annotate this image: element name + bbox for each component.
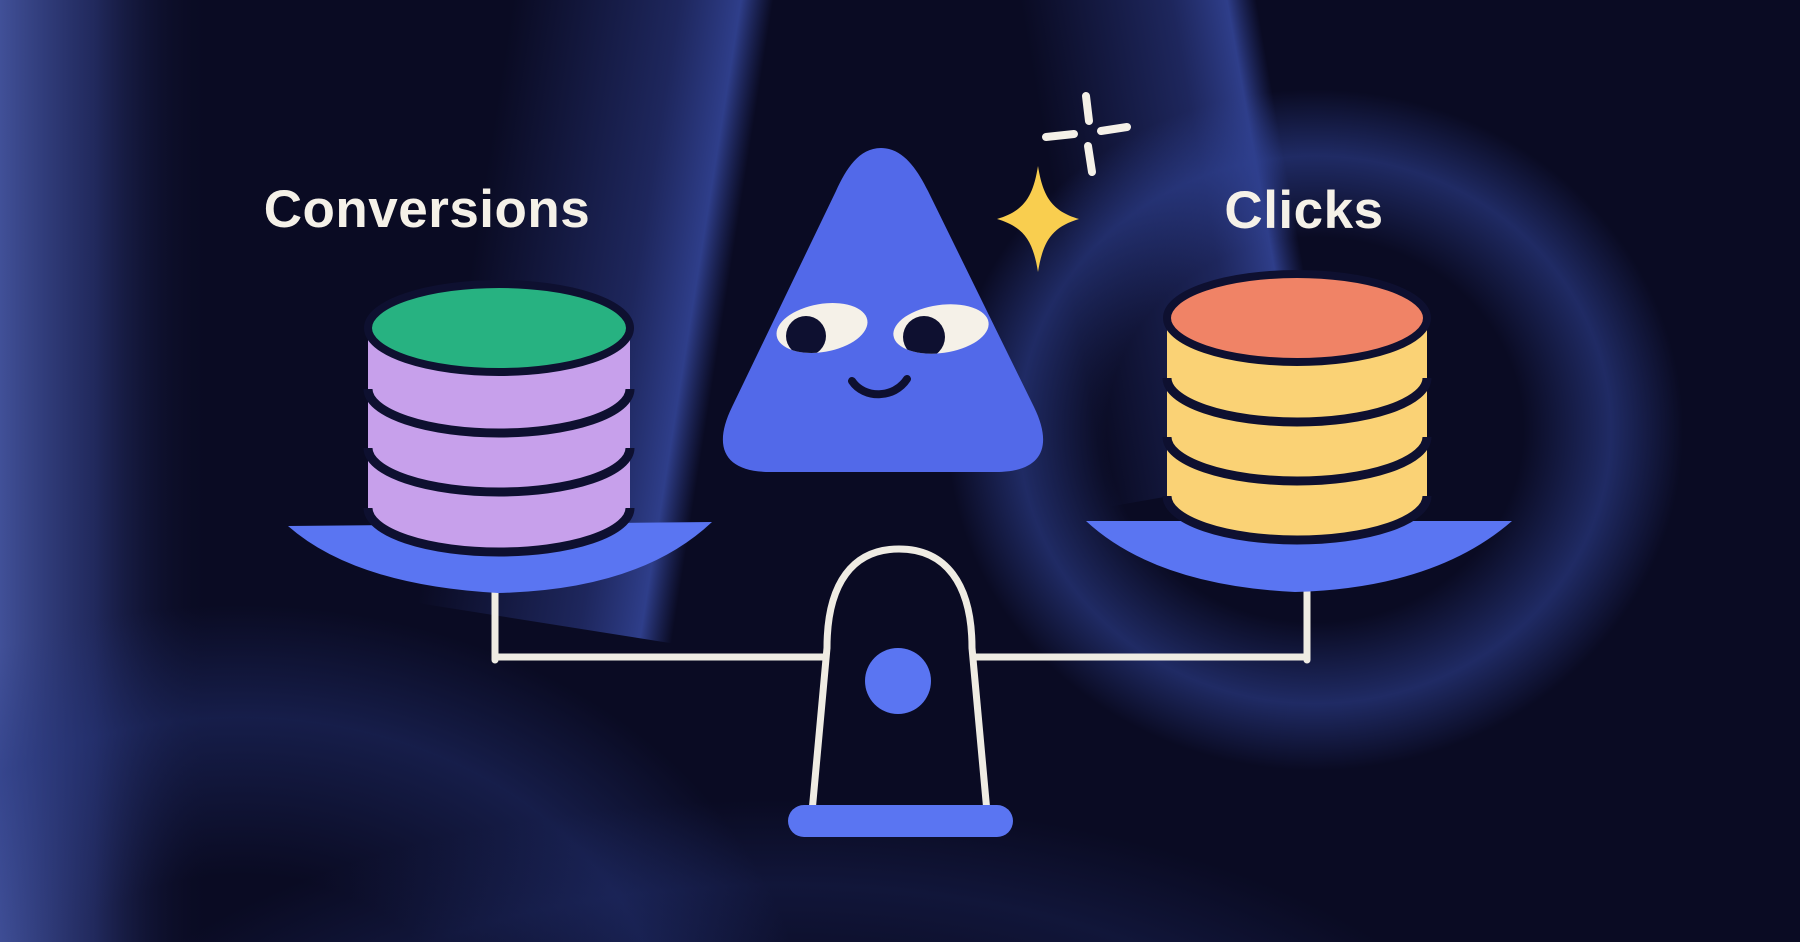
right-db-separator-lower — [1162, 436, 1432, 486]
bottom-center-glow — [178, 800, 1382, 942]
pedestal-outline — [808, 545, 991, 816]
triangle-character-icon — [722, 148, 1044, 472]
pivot-circle — [865, 648, 931, 714]
crosshair-top-dash — [1082, 92, 1093, 125]
triangle-body — [722, 148, 1044, 472]
database-stack-left-icon — [363, 280, 635, 557]
left-db-separator-lower — [363, 447, 635, 497]
crosshair-sparkle-icon — [1042, 92, 1131, 176]
right-db-body — [1167, 318, 1427, 540]
right-db-separator-upper — [1162, 377, 1432, 427]
crosshair-right-dash — [1097, 123, 1131, 135]
pedestal-foot — [788, 805, 1013, 837]
crosshair-left-dash — [1042, 130, 1078, 141]
left-pupil — [786, 316, 826, 356]
smile-mouth — [848, 375, 911, 399]
left-db-bottom-arc — [363, 507, 635, 557]
right-pan-label: Clicks — [1224, 181, 1383, 240]
four-point-star-icon — [997, 166, 1079, 272]
right-db-bottom-arc — [1162, 495, 1432, 545]
right-db-top — [1163, 270, 1431, 366]
left-pan — [288, 522, 712, 593]
left-db-body — [368, 328, 630, 552]
right-pupil — [903, 316, 945, 358]
database-stack-right-icon — [1162, 270, 1432, 545]
left-pan-label: Conversions — [264, 180, 591, 239]
right-pan — [1086, 521, 1512, 592]
left-db-top — [364, 280, 634, 376]
crosshair-bottom-dash — [1084, 142, 1096, 176]
pedestal — [788, 545, 1013, 837]
left-db-separator-upper — [363, 388, 635, 438]
